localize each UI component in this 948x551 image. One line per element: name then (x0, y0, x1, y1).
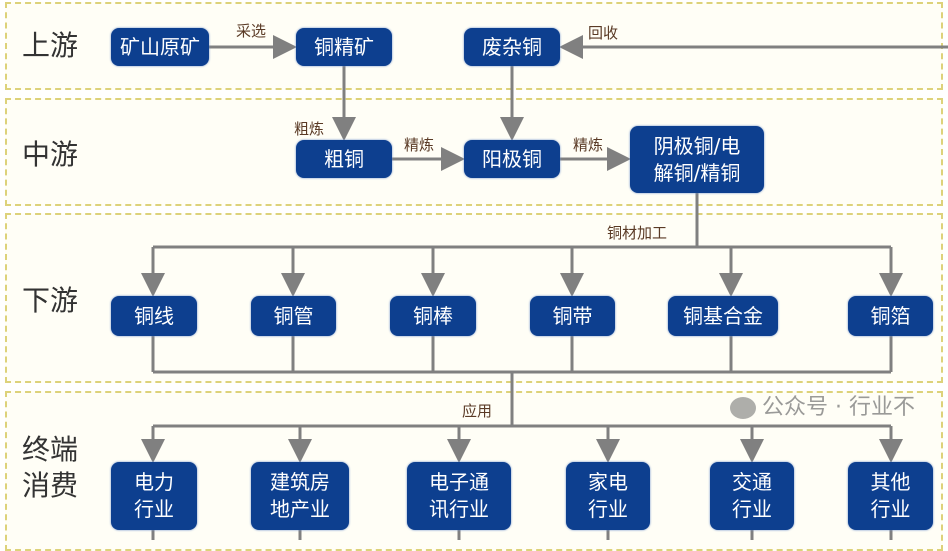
node-copper-strip: 铜带 (530, 296, 615, 336)
node-electronics-line2: 讯行业 (429, 497, 489, 521)
node-concentrate: 铜精矿 (296, 28, 392, 66)
node-power-line1: 电力 (134, 470, 174, 494)
stage-midstream: 中游 (22, 138, 79, 171)
label-recycle: 回收 (588, 24, 619, 42)
label-smelting: 粗炼 (294, 120, 325, 138)
node-construction-line1: 建筑房 (270, 470, 330, 494)
node-other-line2: 行业 (870, 497, 911, 521)
label-processing: 铜材加工 (607, 224, 668, 242)
node-transport: 交通 行业 (710, 462, 794, 530)
wechat-icon (730, 397, 756, 419)
node-power-line2: 行业 (134, 497, 174, 521)
label-application: 应用 (462, 402, 493, 420)
stage-terminal-line2: 消费 (22, 469, 79, 502)
node-power: 电力 行业 (111, 462, 197, 530)
node-cathode-line2: 解铜/精铜 (653, 160, 741, 185)
watermark-text: 公众号 · 行业不 (762, 395, 915, 420)
node-cathode: 阴极铜/电 解铜/精铜 (630, 126, 764, 193)
node-ore: 矿山原矿 (111, 28, 209, 66)
node-cathode-line1: 阴极铜/电 (653, 133, 741, 158)
node-copper-tube: 铜管 (251, 296, 336, 336)
node-scrap: 废杂铜 (464, 28, 560, 66)
stage-terminal-line1: 终端 (22, 433, 79, 466)
node-other-line1: 其他 (870, 470, 911, 494)
node-construction-line2: 地产业 (270, 497, 330, 521)
stage-downstream: 下游 (22, 284, 79, 317)
node-appliances: 家电 行业 (566, 462, 650, 530)
node-electronics-line1: 电子通 (429, 470, 489, 494)
node-copper-alloy: 铜基合金 (668, 296, 778, 336)
node-appliances-line1: 家电 (588, 470, 628, 494)
node-copper-rod: 铜棒 (390, 296, 476, 336)
node-other: 其他 行业 (848, 462, 933, 530)
node-blister: 粗铜 (296, 140, 392, 178)
node-anode: 阳极铜 (464, 140, 560, 178)
label-refining-2: 精炼 (573, 136, 604, 154)
node-transport-line1: 交通 (732, 470, 772, 494)
stage-terminal: 终端 消费 (22, 432, 78, 504)
node-construction: 建筑房 地产业 (251, 462, 349, 530)
node-appliances-line2: 行业 (588, 497, 628, 521)
node-electronics: 电子通 讯行业 (407, 462, 511, 530)
label-refining-1: 精炼 (404, 136, 435, 154)
node-copper-wire: 铜线 (111, 296, 197, 336)
label-mining: 采选 (236, 22, 267, 40)
stage-upstream: 上游 (22, 29, 79, 62)
watermark: 公众号 · 行业不 (730, 395, 915, 421)
node-copper-foil: 铜箔 (848, 296, 933, 336)
node-transport-line2: 行业 (732, 497, 772, 521)
